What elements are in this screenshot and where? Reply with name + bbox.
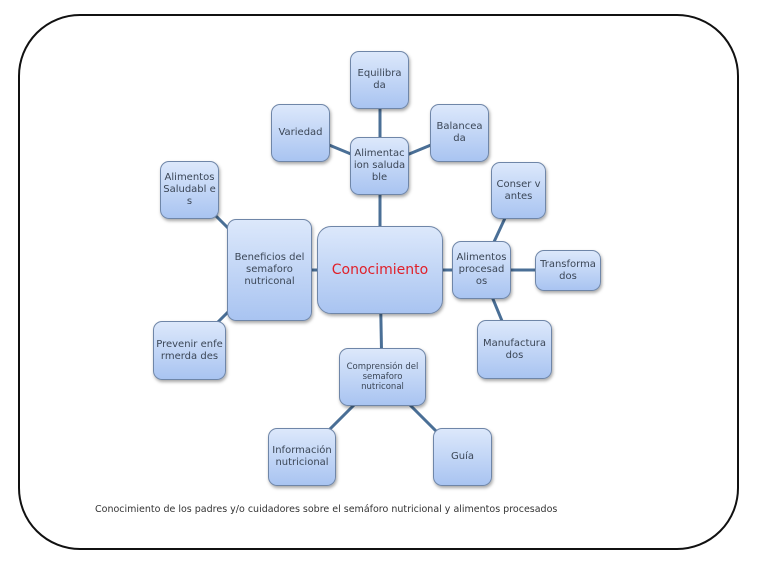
- node-beneficios: Beneficios del semaforo nutriconal: [227, 219, 312, 321]
- node-manufacturados: Manufactura dos: [477, 320, 552, 379]
- node-guia: Guía: [433, 428, 492, 486]
- node-transformados: Transforma dos: [535, 250, 601, 291]
- node-prevenir: Prevenir enfermerda des: [153, 321, 226, 380]
- node-conocimiento: Conocimiento: [317, 226, 443, 314]
- node-informacion: Información nutricional: [268, 428, 336, 486]
- node-comprension: Comprensión del semaforo nutriconal: [339, 348, 426, 406]
- node-conservantes: Conser vantes: [491, 162, 546, 219]
- node-alimentos-saludables: Alimentos Saludabl es: [160, 161, 219, 219]
- node-alimentos-procesados: Alimentos procesad os: [452, 241, 511, 299]
- caption: Conocimiento de los padres y/o cuidadore…: [95, 504, 558, 515]
- node-variedad: Variedad: [271, 104, 330, 162]
- node-alimentacion-saludable: Alimentac ion saludable: [350, 137, 409, 195]
- node-balanceada: Balancea da: [430, 104, 489, 162]
- outer-frame: [18, 14, 739, 550]
- node-equilibrada: Equilibra da: [350, 51, 409, 109]
